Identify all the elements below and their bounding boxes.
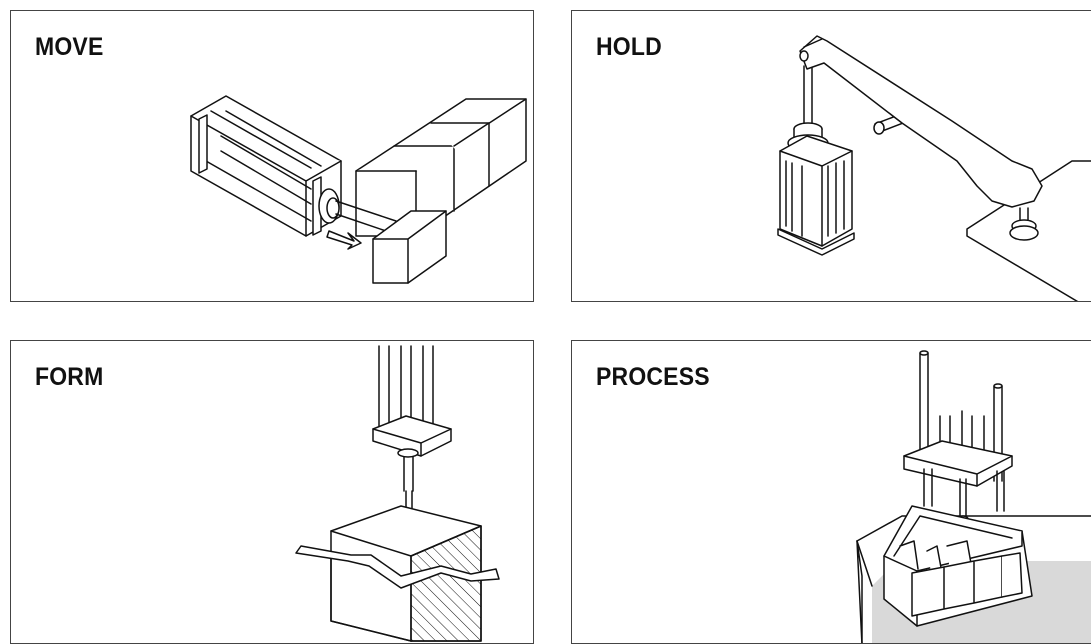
cylinder-body (191, 96, 341, 236)
panel-move: MOVE (10, 10, 534, 302)
panel-label-form: FORM (35, 363, 104, 391)
panel-process: PROCESS (571, 340, 1091, 644)
process-cylinder (940, 411, 984, 466)
piston-rod (804, 66, 812, 126)
guide-rods (920, 351, 1002, 481)
pneumatic-cylinder-icon (11, 11, 534, 302)
panel-form: FORM (10, 340, 534, 644)
rod-end (319, 189, 396, 231)
formed-sheet (296, 546, 499, 588)
motion-arrow-icon (327, 231, 361, 249)
press-die-icon (11, 341, 534, 644)
clamp-arm (800, 36, 1042, 207)
cylinder-icon (778, 123, 854, 255)
panel-label-hold: HOLD (596, 33, 662, 61)
multi-rod-press-icon (572, 341, 1091, 643)
press-cylinder (373, 346, 451, 529)
fixture-with-parts (884, 506, 1032, 626)
moved-block (373, 211, 446, 283)
top-plate (904, 441, 1012, 486)
clamp-pad (1010, 208, 1038, 240)
panel-label-process: PROCESS (596, 363, 710, 391)
die-block (331, 506, 481, 641)
clamp-arm-icon (572, 11, 1091, 301)
panel-label-move: MOVE (35, 33, 104, 61)
panel-hold: HOLD (571, 10, 1091, 302)
stacked-boxes (356, 99, 526, 236)
